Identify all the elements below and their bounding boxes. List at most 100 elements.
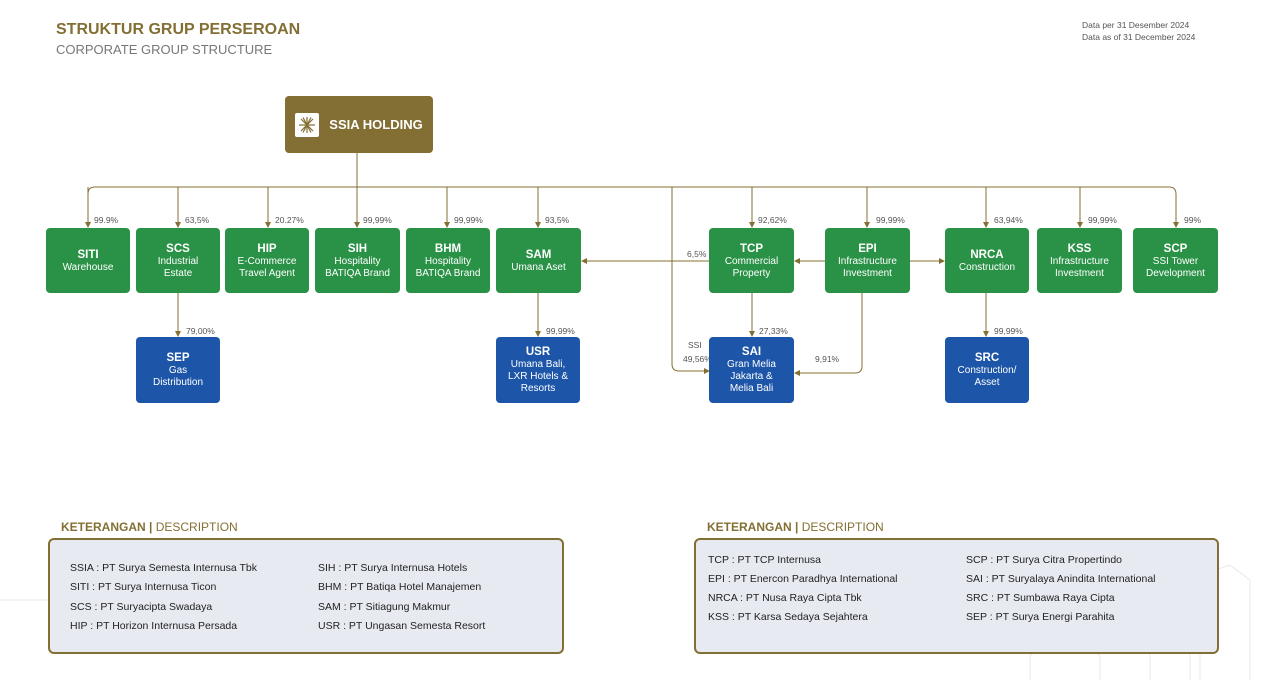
legend-item: EPI : PT Enercon Paradhya International (708, 573, 898, 585)
node-code: KSS (1067, 242, 1092, 255)
legend-right-box (694, 538, 1219, 654)
node-desc: Commercial (724, 255, 779, 267)
legend-item: SAI : PT Suryalaya Anindita Internationa… (966, 573, 1156, 585)
node-desc: Infrastructure (838, 255, 897, 267)
legend-heading-desc: DESCRIPTION (152, 520, 238, 534)
node-desc: Hospitality (334, 255, 381, 267)
date-english: Data as of 31 December 2024 (1082, 32, 1196, 42)
node-code: SAI (741, 346, 762, 358)
node-code: SEP (166, 352, 190, 364)
node-code: NRCA (970, 248, 1004, 261)
node-sai: SAI Gran Melia Jakarta & Melia Bali (709, 337, 794, 403)
date-indonesian: Data per 31 Desember 2024 (1082, 20, 1190, 30)
pct-hip: 20.27% (275, 215, 304, 225)
pct-epi: 99,99% (876, 215, 905, 225)
node-code: BHM (434, 242, 462, 255)
node-desc: Resorts (520, 383, 556, 394)
legend-item: SAM : PT Sitiagung Makmur (318, 601, 451, 613)
node-sih: SIH Hospitality BATIQA Brand (315, 228, 400, 293)
node-code: EPI (858, 242, 877, 255)
node-code: SAM (525, 248, 552, 261)
node-scp: SCP SSI Tower Development (1133, 228, 1218, 293)
node-code: SIH (347, 242, 368, 255)
pct-scp: 99% (1184, 215, 1202, 225)
pct-sep: 79,00% (186, 326, 215, 336)
node-bhm: BHM Hospitality BATIQA Brand (406, 228, 490, 293)
ssia-holding-node: SSIA HOLDING (285, 96, 433, 153)
legend-item: TCP : PT TCP Internusa (708, 554, 822, 566)
pct-sai-ssi: 49,56% (683, 354, 712, 364)
pct-kss: 99,99% (1088, 215, 1117, 225)
pct-tcp: 92,62% (758, 215, 787, 225)
node-desc: LXR Hotels & (507, 371, 569, 382)
node-scs: SCS Industrial Estate (136, 228, 220, 293)
node-desc: Development (1146, 267, 1205, 279)
node-desc: Warehouse (62, 261, 114, 273)
node-desc: Industrial (157, 255, 199, 267)
node-desc: BATIQA Brand (325, 267, 390, 279)
pct-siti: 99.9% (94, 215, 119, 225)
node-epi: EPI Infrastructure Investment (825, 228, 910, 293)
node-desc: Asset (974, 377, 1000, 388)
holding-label: SSIA HOLDING (329, 117, 423, 132)
node-desc: Gas (168, 365, 188, 376)
node-desc: Investment (1055, 267, 1104, 279)
page-title: STRUKTUR GRUP PERSEROAN (56, 21, 301, 38)
legend-item: SIH : PT Surya Internusa Hotels (318, 562, 468, 574)
page-subtitle: CORPORATE GROUP STRUCTURE (56, 42, 273, 57)
node-desc: E-Commerce (237, 255, 297, 267)
legend-item: SEP : PT Surya Energi Parahita (966, 611, 1115, 623)
node-desc: Property (732, 267, 771, 279)
legend-item: SRC : PT Sumbawa Raya Cipta (966, 592, 1115, 604)
legend-item: HIP : PT Horizon Internusa Persada (70, 620, 238, 632)
legend-item: USR : PT Ungasan Semesta Resort (318, 620, 486, 632)
node-kss: KSS Infrastructure Investment (1037, 228, 1122, 293)
node-desc: Umana Aset (511, 261, 566, 273)
node-desc: Investment (843, 267, 892, 279)
pct-usr: 99,99% (546, 326, 575, 336)
node-src: SRC Construction/ Asset (945, 337, 1029, 403)
legend-right-heading: KETERANGAN | DESCRIPTION (707, 520, 884, 534)
pct-src: 99,99% (994, 326, 1023, 336)
pct-sai-tcp: 27,33% (759, 326, 788, 336)
legend-left-box (48, 538, 564, 654)
pct-sam: 93,5% (545, 215, 570, 225)
legend-left-heading: KETERANGAN | DESCRIPTION (61, 520, 238, 534)
node-code: SCS (166, 242, 190, 255)
legend-item: SITI : PT Surya Internusa Ticon (70, 581, 217, 593)
node-desc: Melia Bali (729, 383, 774, 394)
node-code: SITI (77, 248, 99, 261)
node-code: SRC (974, 352, 1000, 364)
pct-sai-ssi-label: SSI (688, 340, 702, 350)
node-tcp: TCP Commercial Property (709, 228, 794, 293)
legend-item: NRCA : PT Nusa Raya Cipta Tbk (708, 592, 862, 604)
node-desc: SSI Tower (1152, 255, 1199, 267)
legend-heading-bold: KETERANGAN | (707, 520, 799, 534)
pct-bhm: 99,99% (454, 215, 483, 225)
node-usr: USR Umana Bali, LXR Hotels & Resorts (496, 337, 580, 403)
legend-item: KSS : PT Karsa Sedaya Sejahtera (708, 611, 868, 623)
node-desc: Gran Melia (727, 359, 776, 370)
ssia-logo-icon (295, 112, 320, 137)
node-siti: SITI Warehouse (46, 228, 130, 293)
node-desc: Infrastructure (1050, 255, 1109, 267)
node-code: USR (525, 346, 551, 358)
legend-heading-bold: KETERANGAN | (61, 520, 153, 534)
legend-heading-desc: DESCRIPTION (798, 520, 884, 534)
node-desc: Construction (958, 261, 1016, 273)
pct-tcp-to-sam: 6,5% (687, 249, 707, 259)
node-sam: SAM Umana Aset (496, 228, 581, 293)
legend-item: SCP : PT Surya Citra Propertindo (966, 554, 1123, 566)
node-desc: Construction/ (957, 365, 1017, 376)
node-code: TCP (740, 242, 763, 255)
node-nrca: NRCA Construction (945, 228, 1029, 293)
node-code: SCP (1163, 242, 1188, 255)
pct-nrca: 63,94% (994, 215, 1023, 225)
node-sep: SEP Gas Distribution (136, 337, 220, 403)
pct-scs: 63,5% (185, 215, 210, 225)
legend-item: SSIA : PT Surya Semesta Internusa Tbk (70, 562, 257, 574)
node-desc: Travel Agent (239, 267, 295, 279)
node-desc: Estate (163, 267, 193, 279)
legend-item: BHM : PT Batiqa Hotel Manajemen (318, 581, 482, 593)
